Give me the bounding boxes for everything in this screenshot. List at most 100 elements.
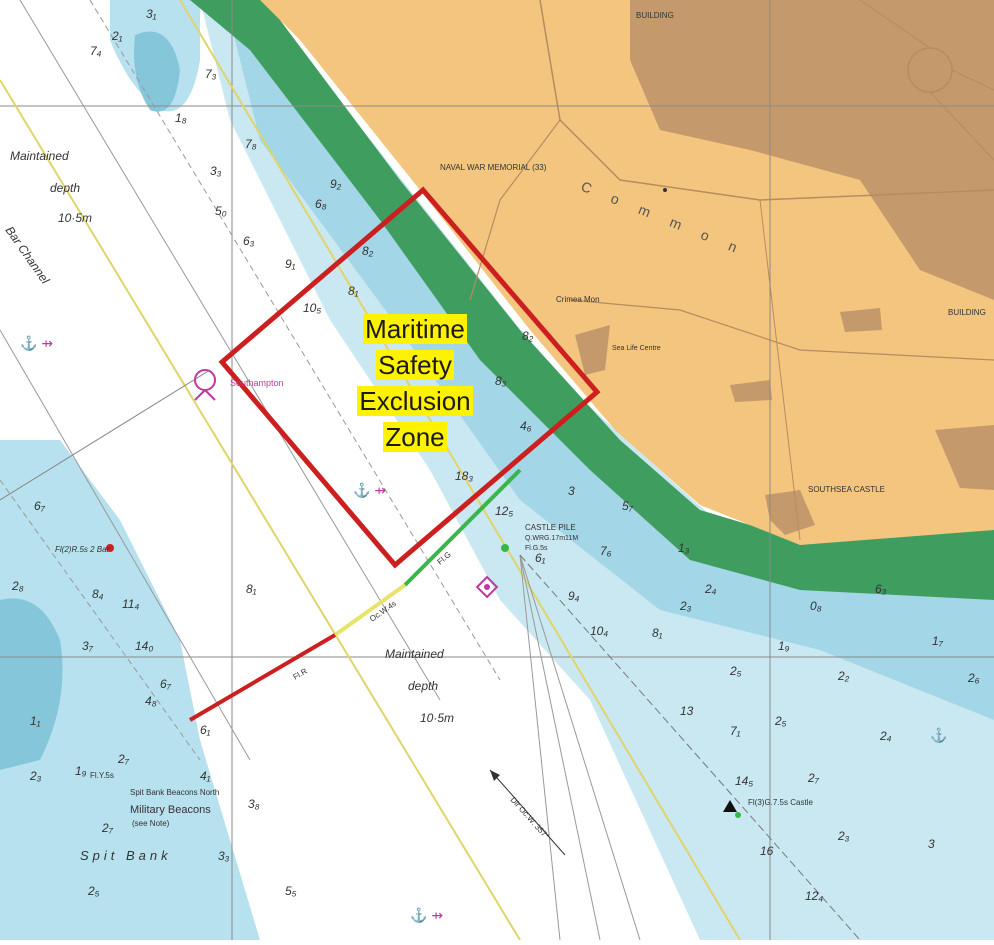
bearing-arrowhead-icon	[490, 770, 500, 781]
road-1	[539, 0, 994, 201]
sounding: 6₁	[535, 551, 546, 565]
sounding: 1₇	[932, 634, 944, 648]
sounding: 3₃	[210, 164, 222, 178]
leading-line-4	[519, 554, 861, 941]
depth-contour-4	[0, 479, 201, 761]
sounding: 2₁	[111, 29, 123, 43]
depth-contour-1	[19, 0, 441, 701]
sounding: 8₁	[348, 284, 359, 298]
sounding: 4₈	[145, 694, 157, 708]
sounding: 8₂	[522, 329, 534, 343]
sounding: 8₁	[246, 582, 257, 596]
anchorage-icon: ⚓ ⇸	[20, 335, 53, 352]
svg-text:⚓: ⚓	[930, 727, 947, 744]
maintained-mid-depth: depth	[408, 679, 438, 693]
building-shape-2	[730, 380, 772, 402]
sounding: 2₆	[967, 671, 980, 685]
building-block	[935, 425, 994, 490]
contour-line-west	[0, 369, 211, 501]
sounding: 3	[568, 484, 575, 498]
soundings: 3₁ 2₁ 7₄ 7₃ 7₈ 1₈ 5₀ 3₃ 8₁ 8₂ 9₁ 6₈ 10₅ …	[11, 7, 980, 903]
fl-y-label: Fl.Y.5s	[90, 771, 114, 780]
svg-text:⚓ ⇸: ⚓ ⇸	[353, 482, 386, 499]
road-4	[859, 0, 994, 161]
castle-pile-fl-label: Fl.G.5s	[525, 545, 548, 552]
maintained-top-depth: depth	[50, 181, 80, 195]
building-top-label: BUILDING	[636, 11, 674, 20]
sounding: 6₇	[34, 499, 46, 513]
sounding: 6₇	[160, 677, 172, 691]
road-3	[569, 299, 994, 361]
southsea-castle-label: SOUTHSEA CASTLE	[808, 485, 885, 494]
fl-2r-label: Fl(2)R.5s 2 Bar	[55, 545, 110, 554]
sounding: 8₃	[495, 374, 507, 388]
sounding: 2₂	[837, 669, 850, 683]
sounding: 9₁	[285, 257, 296, 271]
sounding: 2₇	[117, 752, 130, 766]
exclusion-zone-label: Maritime Safety Exclusion Zone	[340, 314, 490, 458]
sounding: 3₇	[82, 639, 94, 653]
green-light-icon	[501, 544, 509, 552]
sounding: 2₃	[29, 769, 42, 783]
sounding: 1₉	[75, 764, 87, 778]
castle-pile-light-label: Q.WRG.17m11M	[525, 535, 578, 542]
red-beacon-icon	[106, 544, 114, 552]
southampton-buoy-icon	[194, 369, 216, 401]
sounding: 1₃	[678, 541, 690, 555]
spit-bank-beacons-label: Spit Bank Beacons North	[130, 788, 219, 797]
zone-label-line-4: Zone	[383, 422, 447, 452]
sounding: 2₄	[879, 729, 892, 743]
sounding: 16	[760, 844, 774, 858]
sounding: 7₈	[245, 137, 257, 151]
sounding: 8₄	[92, 587, 104, 601]
anchorage-icon-3: ⚓ ⇸	[410, 907, 443, 924]
zone-label-line-2: Safety	[376, 350, 454, 380]
sector-red	[188, 633, 337, 722]
sounding: 5₅	[285, 884, 297, 898]
sounding: 7₁	[730, 724, 741, 738]
sounding: 1₈	[175, 111, 187, 125]
sounding: 14₅	[735, 774, 753, 788]
sounding: 13	[680, 704, 694, 718]
sounding: 9₄	[568, 589, 580, 603]
sounding: 14₀	[135, 639, 153, 653]
sounding: 6₃	[243, 234, 255, 248]
sounding: 7₃	[205, 67, 217, 81]
sounding: 6₁	[200, 723, 211, 737]
svg-text:⚓ ⇸: ⚓ ⇸	[410, 907, 443, 924]
sounding: 10₄	[590, 624, 608, 638]
channel-limit-1	[0, 79, 521, 941]
sounding: 6₈	[315, 197, 327, 211]
road-2	[469, 119, 561, 301]
leading-line-2	[519, 554, 561, 941]
sounding: 4₆	[520, 419, 532, 433]
sounding: 1₉	[778, 639, 790, 653]
sounding: 2₅	[729, 664, 742, 678]
sector-yellow	[333, 583, 407, 637]
anchorage-icon-4: ⚓	[930, 727, 947, 744]
sounding: 18₃	[455, 469, 473, 483]
depth-contour-2	[89, 0, 501, 681]
naval-memorial-label: NAVAL WAR MEMORIAL (33)	[440, 163, 547, 172]
svg-text:⚓ ⇸: ⚓ ⇸	[20, 335, 53, 352]
leading-line-3	[519, 554, 641, 941]
sounding: 3₃	[218, 849, 230, 863]
depth-contour-3	[0, 329, 251, 761]
sounding: 2₇	[101, 821, 114, 835]
anchorage-icon-2: ⚓ ⇸	[353, 482, 386, 499]
sounding: 2₈	[11, 579, 24, 593]
channel-limit-2	[179, 0, 741, 941]
built-up-area	[630, 0, 994, 300]
sounding: 7₄	[90, 44, 102, 58]
sounding: 2₅	[87, 884, 100, 898]
sounding: 7₆	[600, 544, 612, 558]
sounding: 1₁	[30, 714, 41, 728]
sounding: 2₇	[807, 771, 820, 785]
sounding: 5₇	[622, 499, 634, 513]
building-right-label: BUILDING	[948, 308, 986, 317]
path-1	[759, 199, 801, 541]
sounding: 2₄	[704, 582, 717, 596]
crimea-mon-label: Crimea Mon	[556, 295, 600, 304]
